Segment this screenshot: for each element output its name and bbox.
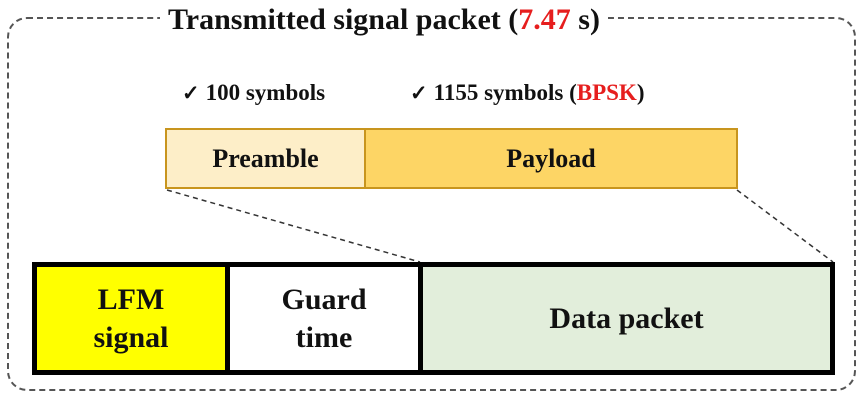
guard-label-line1: Guard <box>281 282 367 316</box>
lfm-signal-block: LFM signal <box>37 267 230 370</box>
checkmark-icon: ✓ <box>182 81 200 105</box>
modulation-label: BPSK <box>576 80 637 105</box>
guard-label-line2: time <box>295 320 353 354</box>
payload-block: Payload <box>364 128 738 189</box>
preamble-detail-row: LFM signal Guard time Data packet <box>32 262 835 375</box>
payload-symbol-note: ✓1155 symbols (BPSK) <box>410 78 645 108</box>
guard-time-block: Guard time <box>230 267 423 370</box>
left-zoom-line <box>166 189 421 263</box>
preamble-symbol-count: 100 symbols <box>205 80 326 105</box>
title-suffix: s) <box>570 3 600 36</box>
payload-symbol-count: 1155 symbols ( <box>433 80 577 105</box>
diagram-title: Transmitted signal packet (7.47 s) <box>160 2 608 38</box>
payload-note-close: ) <box>636 80 645 105</box>
data-packet-block: Data packet <box>423 267 830 370</box>
preamble-block: Preamble <box>165 128 366 189</box>
title-duration: 7.47 <box>518 3 571 36</box>
lfm-label-line1: LFM <box>97 282 165 316</box>
data-packet-label: Data packet <box>549 301 704 335</box>
lfm-label-line2: signal <box>93 320 169 354</box>
preamble-symbol-note: ✓100 symbols <box>182 78 325 108</box>
title-prefix: Transmitted signal packet ( <box>168 3 519 36</box>
right-zoom-line <box>736 189 834 263</box>
payload-label: Payload <box>506 143 596 173</box>
preamble-label: Preamble <box>212 143 319 173</box>
checkmark-icon: ✓ <box>410 81 428 105</box>
